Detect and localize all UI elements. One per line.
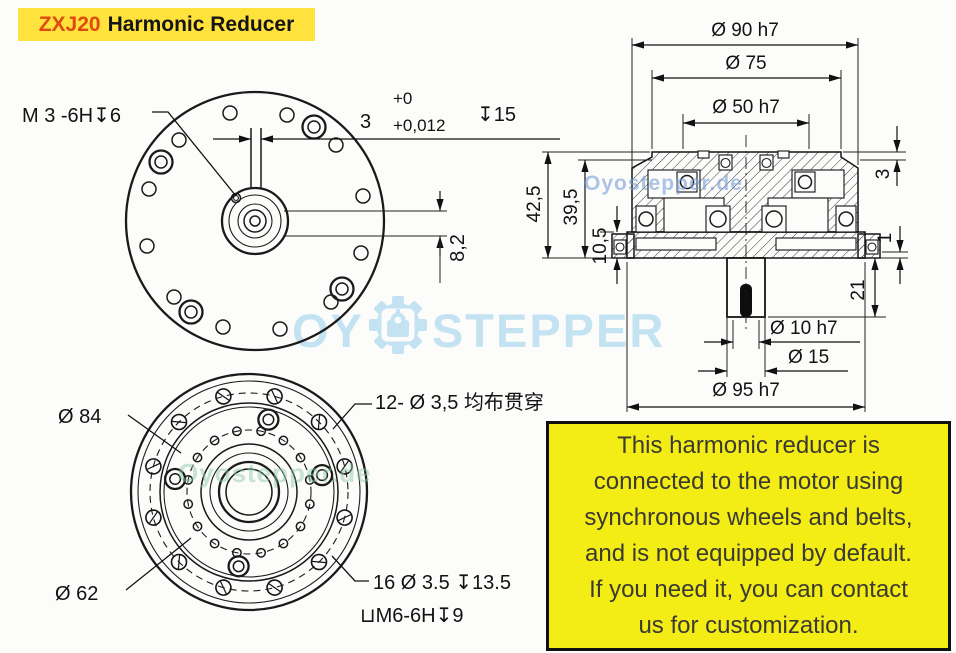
note-line: synchronous wheels and belts, <box>584 504 913 531</box>
slot-tol-lower: +0,012 <box>393 116 445 135</box>
watermark-prefix: OY <box>292 304 364 357</box>
dim-dia75: Ø 75 <box>725 53 766 74</box>
note-line: If you need it, you can contact <box>589 576 908 603</box>
dim-dia95: Ø 95 h7 <box>712 380 780 401</box>
dim-dia50: Ø 50 h7 <box>712 97 780 118</box>
small-holes <box>183 426 315 558</box>
front-view: M 3 -6H↧6 3 +0 +0,012 ↧15 8,2 <box>22 89 560 352</box>
dim-42-5: 42,5 <box>524 186 545 223</box>
slot-depth: ↧15 <box>477 104 516 126</box>
dim-dia90: Ø 90 h7 <box>711 20 779 41</box>
offset-dim-label: 8,2 <box>447 234 469 262</box>
front-view-bolt-holes <box>139 105 371 337</box>
bottom-view: Ø 84 12- Ø 3,5 均布贯穿 Ø 62 16 Ø 3.5 ↧13.5 … <box>55 372 544 627</box>
dim-21: 21 <box>848 279 869 300</box>
page-title: Harmonic Reducer <box>107 12 295 36</box>
section-view: Ø 90 h7 Ø 75 Ø 50 h7 42,5 39,5 10,5 <box>524 20 908 412</box>
model-code: ZXJ20 <box>38 12 101 36</box>
label-tapped-holes: ⊔M6-6H↧9 <box>360 605 464 627</box>
slot-tol-upper: +0 <box>393 89 412 108</box>
note-line: This harmonic reducer is <box>617 432 880 459</box>
bearing-symbols <box>613 154 879 255</box>
dim-dia15: Ø 15 <box>788 347 829 368</box>
front-view-hub <box>220 186 290 256</box>
label-dia84: Ø 84 <box>58 406 101 428</box>
gear-motor-icon <box>368 295 428 366</box>
dim-39-5: 39,5 <box>561 189 582 226</box>
label-counterbore-holes: 16 Ø 3.5 ↧13.5 <box>373 572 511 594</box>
slot-width-value: 3 <box>360 111 371 133</box>
label-dia62: Ø 62 <box>55 583 98 605</box>
dim-10-5: 10,5 <box>590 228 611 265</box>
slotted-screws <box>145 388 353 596</box>
title-banner: ZXJ20 Harmonic Reducer <box>18 8 315 41</box>
label-through-holes: 12- Ø 3,5 均布贯穿 <box>375 391 544 414</box>
note-line: and is not equipped by default. <box>585 540 912 567</box>
note-box: This harmonic reducer is connected to th… <box>546 421 951 651</box>
bottom-socket-screws <box>163 408 334 578</box>
brand-watermark: OY <box>292 295 665 366</box>
front-thread-label: M 3 -6H↧6 <box>22 105 121 127</box>
note-line: us for customization. <box>638 612 859 639</box>
dim-lip1: 1 <box>875 233 896 244</box>
dim-step3: 3 <box>873 169 894 180</box>
watermark-suffix: STEPPER <box>431 304 666 357</box>
dim-dia10: Ø 10 h7 <box>770 318 838 339</box>
note-line: connected to the motor using <box>593 468 904 495</box>
